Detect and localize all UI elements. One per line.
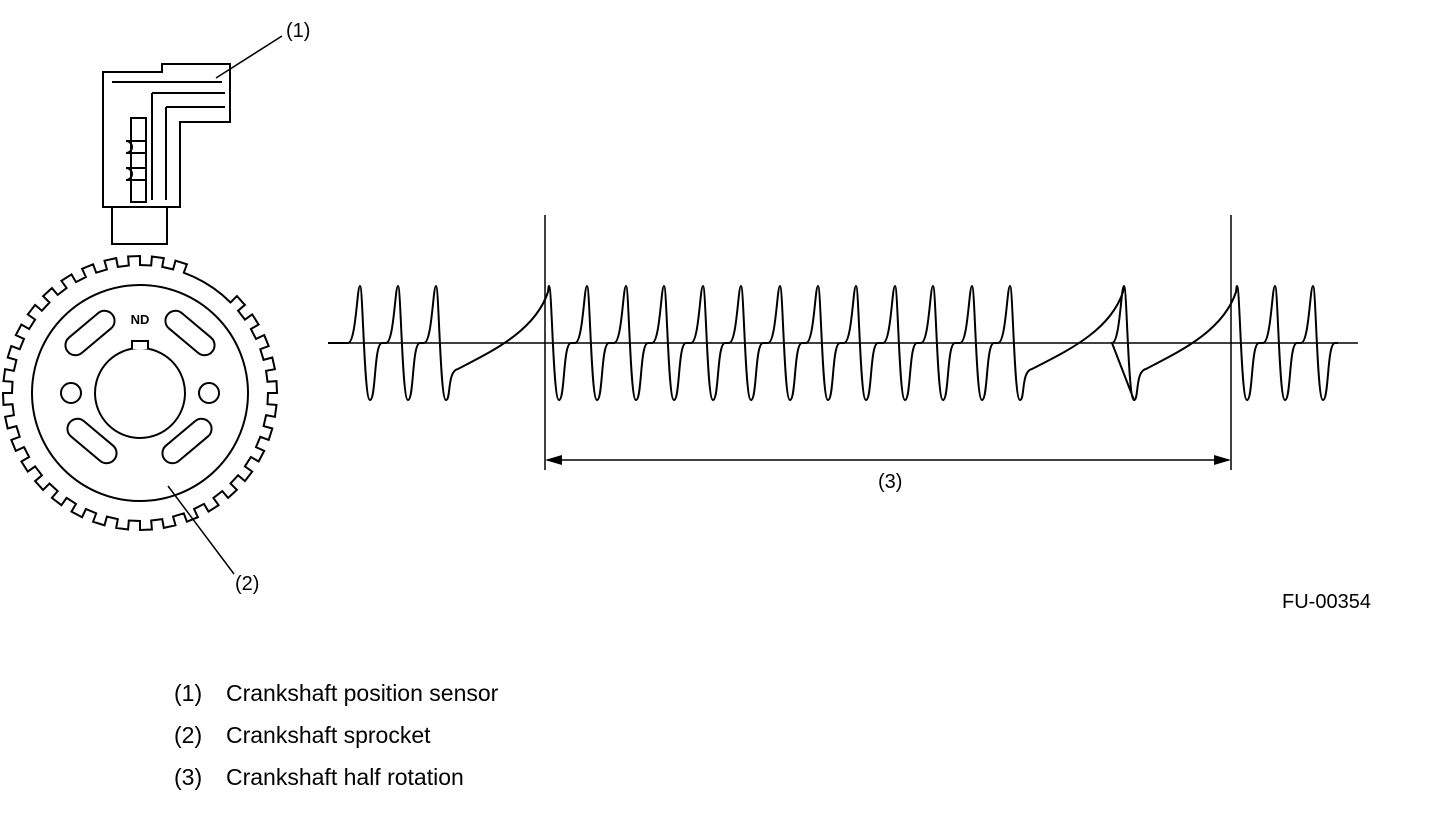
legend-text: Crankshaft half rotation [226, 764, 464, 790]
sprocket-slot-br [161, 417, 213, 465]
sprocket-slot-bl [66, 417, 118, 465]
sprocket-slot-tr [164, 309, 216, 357]
legend-text: Crankshaft sprocket [226, 722, 431, 748]
dimension-arrow-right [1214, 455, 1231, 465]
crankshaft-sprocket: ND [1, 254, 279, 532]
dimension-arrow-left [545, 455, 562, 465]
sprocket-hole-left [60, 382, 82, 404]
leader-line-2 [167, 485, 235, 575]
sprocket-bore [94, 347, 186, 439]
legend-number: (3) [174, 764, 203, 790]
crankshaft-position-sensor [102, 63, 231, 245]
legend-text: Crankshaft position sensor [226, 680, 499, 706]
signal-trace [328, 284, 1338, 402]
half-rotation-dimension [544, 215, 1232, 470]
sensor-signal-waveform [328, 284, 1358, 402]
legend-number: (1) [174, 680, 203, 706]
sprocket-hole-right [198, 382, 220, 404]
callout-sensor: (1) [286, 20, 311, 42]
leader-line-1 [215, 35, 283, 79]
callout-half-rotation: (3) [878, 471, 903, 493]
sprocket-teeth [1, 254, 279, 532]
sprocket-keyway [131, 340, 149, 349]
sprocket-inner-ring [31, 284, 249, 502]
callout-sprocket: (2) [235, 573, 260, 595]
gear-marking: ND [131, 312, 150, 327]
legend-number: (2) [174, 722, 203, 748]
figure-id-label: FU-00354 [1282, 591, 1371, 613]
crank-sensor-diagram: ND [1, 35, 1358, 575]
sprocket-slot-tl [64, 309, 116, 357]
